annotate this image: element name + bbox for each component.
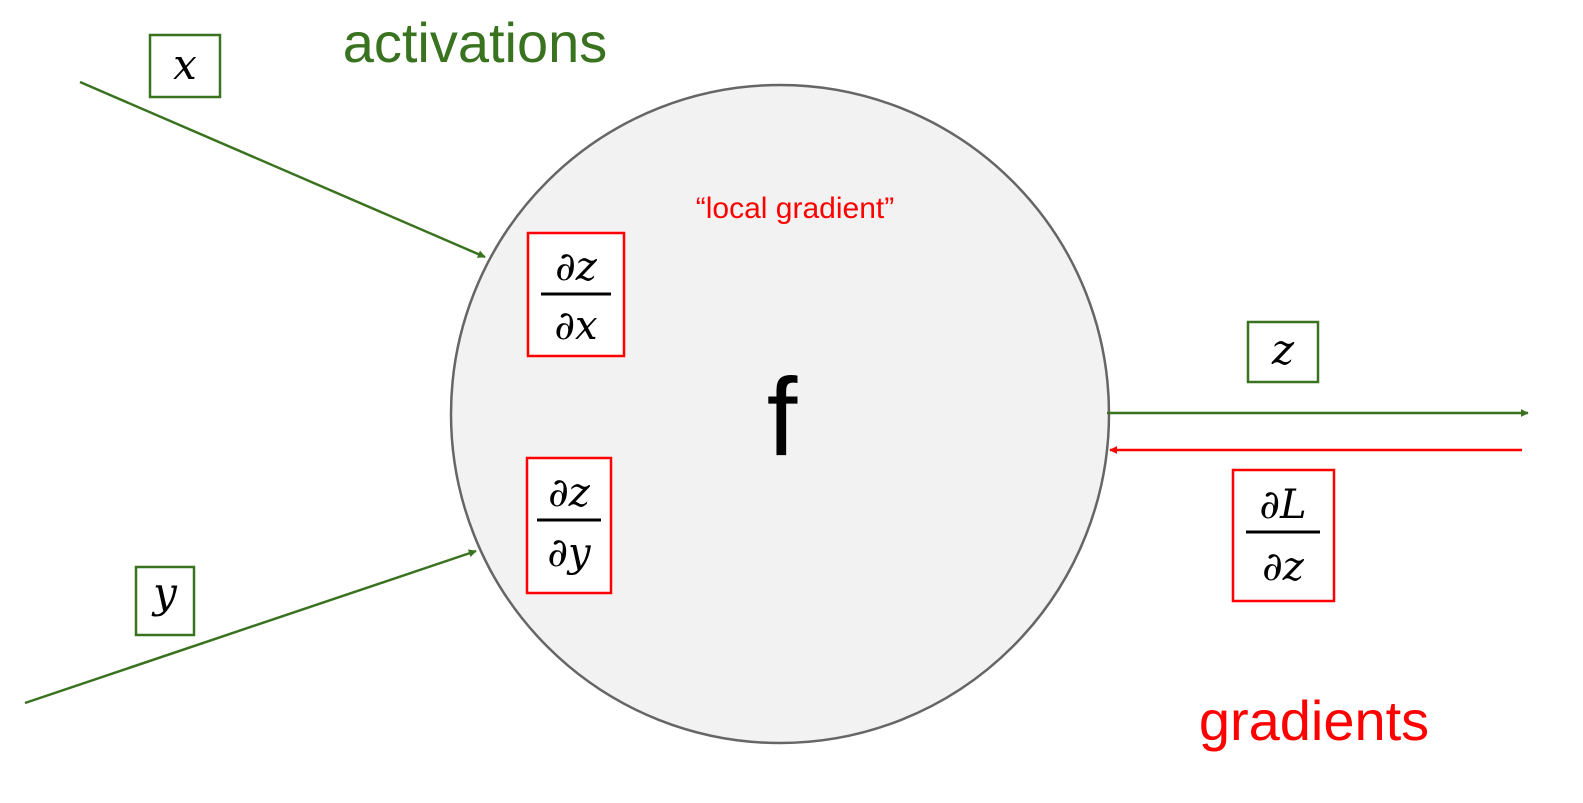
fraction-dz-dy: ∂z ∂y [525,456,613,595]
activations-label: activations [343,11,608,74]
fraction-dL-dz: ∂L ∂z [1231,468,1336,603]
fraction-dz-dy-numerator: ∂z [548,470,591,516]
fraction-dz-dx-denominator: ∂x [554,303,597,349]
fraction-dL-dz-denominator: ∂z [1262,544,1305,590]
variable-z-text: z [1271,325,1295,374]
variable-z-box: z [1246,320,1320,384]
variable-y-text: y [151,568,178,617]
fraction-dz-dy-denominator: ∂y [547,530,592,576]
variable-y-box: y [134,565,196,637]
local-gradient-label: “local gradient” [696,192,894,225]
fraction-dz-dx: ∂z ∂x [526,231,626,358]
input-edge-y [24,549,477,705]
input-edge-x [79,80,486,259]
gradients-label: gradients [1199,689,1429,752]
node-function-label: f [767,356,798,479]
fraction-dL-dz-numerator: ∂L [1259,482,1306,528]
fraction-dz-dx-numerator: ∂z [555,244,598,290]
variable-x-text: x [173,40,197,89]
variable-x-box: x [148,33,222,99]
